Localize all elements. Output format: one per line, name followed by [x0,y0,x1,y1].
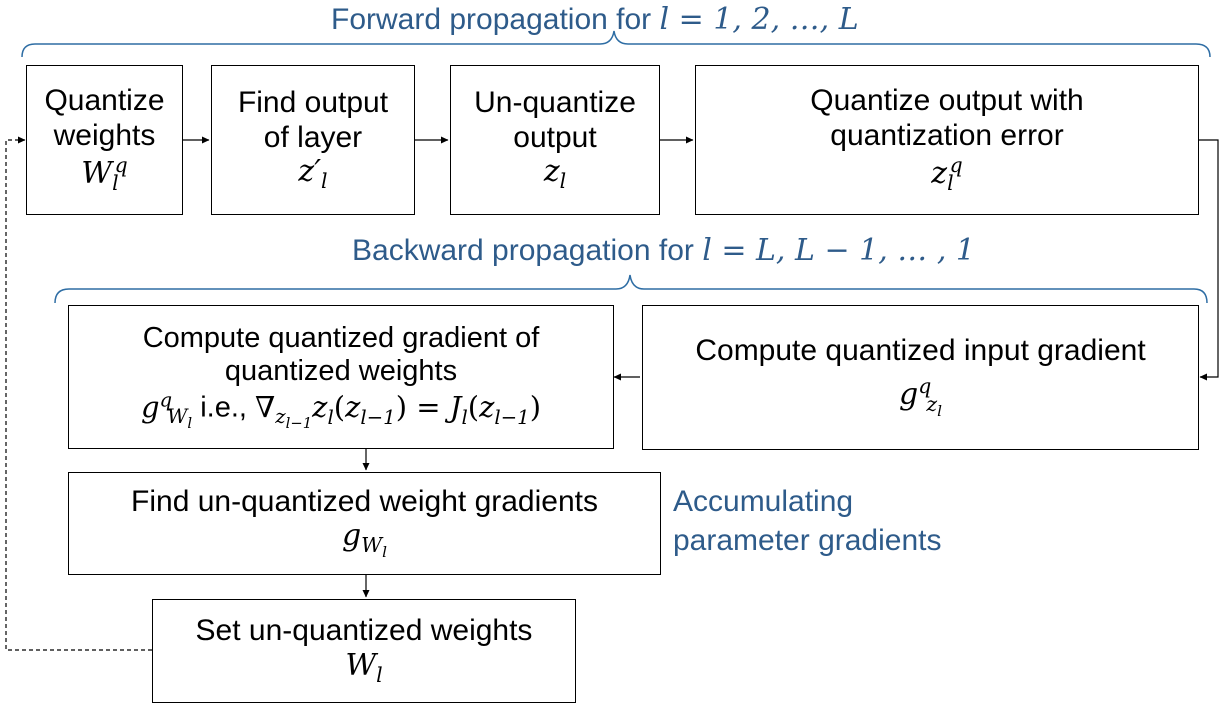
quantized-output-symbol: zlq [931,152,963,195]
weight-gradient-formula: gqWl i.e., ∇zl−1zl(zl−1) = Jl(zl−1) [140,387,542,433]
accumulating-annotation: Accumulating parameter gradients [673,482,941,560]
unquantized-gradients-line1: Find un-quantized weight gradients [131,484,598,518]
weight-gradient-line1: Compute quantized gradient of [142,321,540,354]
annotation-line1: Accumulating [673,485,854,518]
unquantized-output-symbol: zl [543,154,567,194]
quantize-weights-line2: weights [53,119,156,153]
backward-brace [54,274,1208,304]
set-weights-box: Set un-quantized weights Wl [152,599,576,703]
arrow-quantize-output-to-input-gradient [1199,139,1219,381]
unquantized-gradient-symbol: gWl [341,518,388,562]
forward-range: l = 1, 2, …, L [659,2,859,37]
set-weights-line1: Set un-quantized weights [195,614,533,648]
forward-brace [21,30,1211,58]
quantized-weights-symbol: Wlq [81,152,128,195]
quantize-output-box: Quantize output with quantization error … [695,65,1199,215]
unquantized-weight-gradients-box: Find un-quantized weight gradients gWl [68,472,661,575]
quantize-output-line2: quantization error [830,119,1064,153]
find-output-line2: of layer [263,120,363,154]
quantize-output-line1: Quantize output with [810,84,1084,118]
forward-label-prefix: Forward propagation for [331,3,660,36]
weight-gradient-line2: quantized weights [224,355,458,388]
input-gradient-box: Compute quantized input gradient gqzl [642,305,1199,450]
quantize-weights-line1: Quantize [44,84,165,118]
quantize-weights-box: Quantize weights Wlq [26,65,183,215]
annotation-line2: parameter gradients [673,524,942,557]
unquantize-output-line2: output [513,120,597,154]
unquantize-output-line1: Un-quantize [474,85,636,119]
input-gradient-symbol: gqzl [899,373,942,421]
weights-symbol: Wl [345,648,383,688]
backward-propagation-label: Backward propagation for l = L, L − 1, …… [352,233,975,268]
find-output-line1: Find output [237,85,389,119]
forward-propagation-label: Forward propagation for l = 1, 2, …, L [331,2,859,37]
backward-range: l = L, L − 1, … , 1 [702,233,975,268]
backward-label-prefix: Backward propagation for [352,234,703,267]
quantized-weight-gradient-box: Compute quantized gradient of quantized … [68,305,614,449]
find-output-box: Find output of layer z′l [211,65,415,215]
dashed-loop-back-arrow [5,136,152,651]
unquantize-output-box: Un-quantize output zl [450,65,660,215]
layer-output-symbol: z′l [298,154,328,194]
input-gradient-line1: Compute quantized input gradient [695,334,1146,368]
